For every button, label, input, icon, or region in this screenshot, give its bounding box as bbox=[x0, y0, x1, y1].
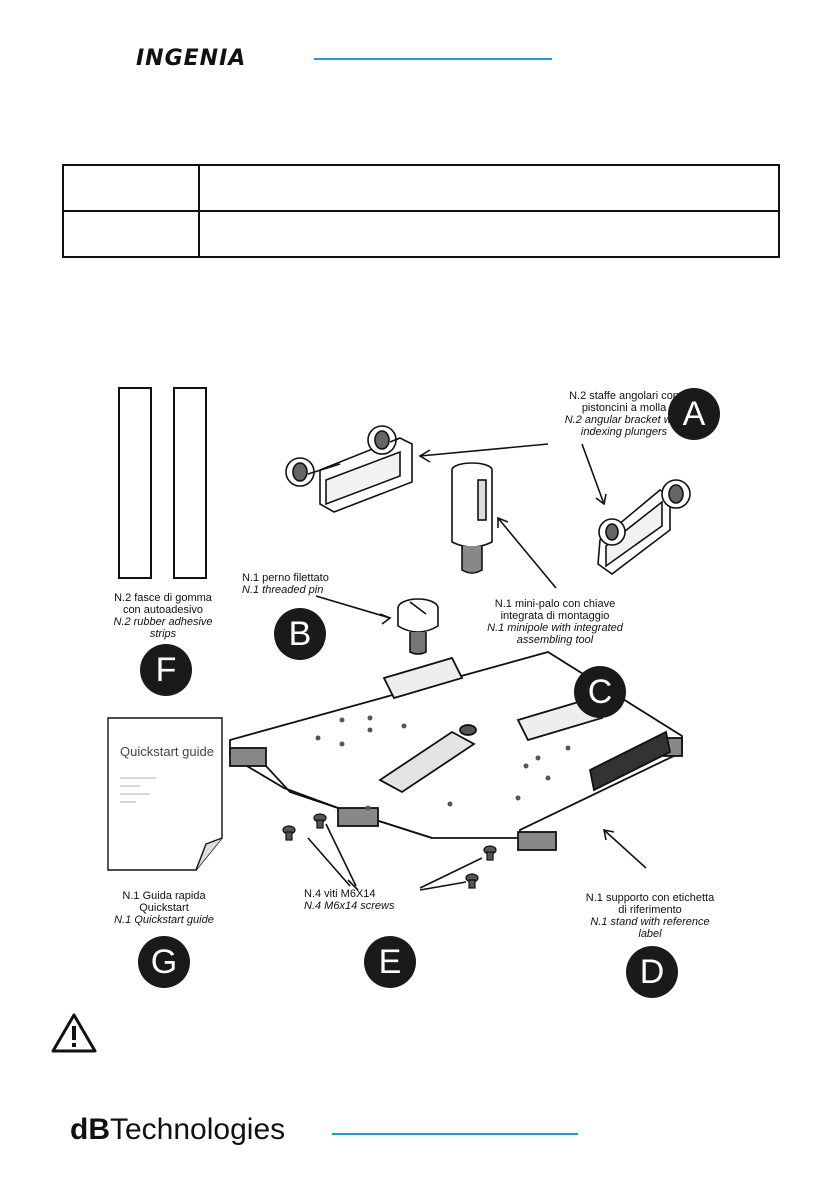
label-part-c: N.1 mini-palo con chiave integrata di mo… bbox=[480, 598, 630, 646]
parts-drawing bbox=[107, 387, 691, 891]
badge-c: C bbox=[574, 666, 626, 718]
label-b-en-1: N.1 threaded pin bbox=[242, 584, 324, 596]
stand-plate-drawing bbox=[229, 651, 683, 851]
label-g-en-1: N.1 Quickstart guide bbox=[114, 914, 214, 926]
info-table bbox=[62, 164, 780, 258]
badge-d: D bbox=[626, 946, 678, 998]
badge-f: F bbox=[140, 644, 192, 696]
badge-a: A bbox=[668, 388, 720, 440]
label-a-en-1: N.2 angular bracket with bbox=[564, 414, 684, 426]
angular-bracket-right-drawing bbox=[597, 479, 691, 575]
label-c-en-1: N.1 minipole with integrated bbox=[487, 622, 623, 634]
label-c-it-1: N.1 mini-palo con chiave bbox=[494, 598, 616, 610]
label-f-en-2: strips bbox=[149, 628, 177, 640]
label-part-d: N.1 supporto con etichetta di riferiment… bbox=[580, 892, 720, 940]
table-cell bbox=[62, 210, 200, 258]
screws-drawing bbox=[282, 813, 497, 889]
footer-rule bbox=[332, 1133, 578, 1135]
logo-rest-part: Technologies bbox=[110, 1113, 286, 1146]
label-g-it-1: N.1 Guida rapida bbox=[122, 890, 206, 902]
label-f-it-2: con autoadesivo bbox=[122, 604, 204, 616]
label-part-g: N.1 Guida rapida Quickstart N.1 Quicksta… bbox=[108, 890, 220, 926]
quickstart-cover-title: Quickstart guide bbox=[120, 744, 214, 759]
label-c-it-2: integrata di montaggio bbox=[500, 610, 610, 622]
label-f-en-1: N.2 rubber adhesive bbox=[113, 616, 213, 628]
logo-bold-part: dB bbox=[70, 1113, 110, 1146]
threaded-pin-drawing bbox=[397, 598, 439, 655]
badge-g: G bbox=[138, 936, 190, 988]
dbtechnologies-logo: dBTechnologies bbox=[70, 1112, 285, 1148]
quickstart-booklet-drawing bbox=[107, 717, 223, 871]
label-a-it-2: pistoncini a molla bbox=[581, 402, 667, 414]
leader-arrows bbox=[307, 443, 647, 891]
badge-e: E bbox=[364, 936, 416, 988]
label-e-it-1: N.4 viti M6X14 bbox=[304, 888, 376, 900]
minipole-drawing bbox=[451, 462, 493, 574]
label-f-it-1: N.2 fasce di gomma bbox=[114, 592, 212, 604]
angular-bracket-left-drawing bbox=[285, 425, 413, 513]
table-cell bbox=[198, 210, 780, 258]
label-d-it-2: di riferimento bbox=[618, 904, 682, 916]
label-b-it-1: N.1 perno filettato bbox=[242, 572, 329, 584]
label-a-it-1: N.2 staffe angolari con bbox=[569, 390, 679, 402]
label-d-it-1: N.1 supporto con etichetta bbox=[585, 892, 715, 904]
label-part-f: N.2 fasce di gomma con autoadesivo N.2 r… bbox=[108, 592, 218, 640]
table-row bbox=[62, 210, 780, 258]
label-d-en-1: N.1 stand with reference bbox=[590, 916, 710, 928]
label-e-en-1: N.4 M6x14 screws bbox=[304, 900, 395, 912]
label-a-en-2: indexing plungers bbox=[580, 426, 668, 438]
warning-triangle-icon bbox=[50, 1012, 98, 1059]
rubber-strips-drawing bbox=[118, 387, 207, 579]
table-cell bbox=[62, 164, 200, 212]
table-cell bbox=[198, 164, 780, 212]
badge-b: B bbox=[274, 608, 326, 660]
label-part-e: N.4 viti M6X14 N.4 M6x14 screws bbox=[304, 888, 394, 912]
table-row bbox=[62, 164, 780, 212]
label-part-a: N.2 staffe angolari con pistoncini a mol… bbox=[534, 390, 714, 438]
label-part-b: N.1 perno filettato N.1 threaded pin bbox=[242, 572, 329, 596]
label-c-en-2: assembling tool bbox=[516, 634, 594, 646]
header-rule bbox=[314, 58, 552, 60]
label-d-en-2: label bbox=[638, 928, 662, 940]
ingenia-logo: INGENIA bbox=[136, 46, 247, 71]
parts-figure: Quickstart guide N.2 staffe angolari con… bbox=[0, 360, 840, 1010]
label-g-it-2: Quickstart bbox=[139, 902, 189, 914]
